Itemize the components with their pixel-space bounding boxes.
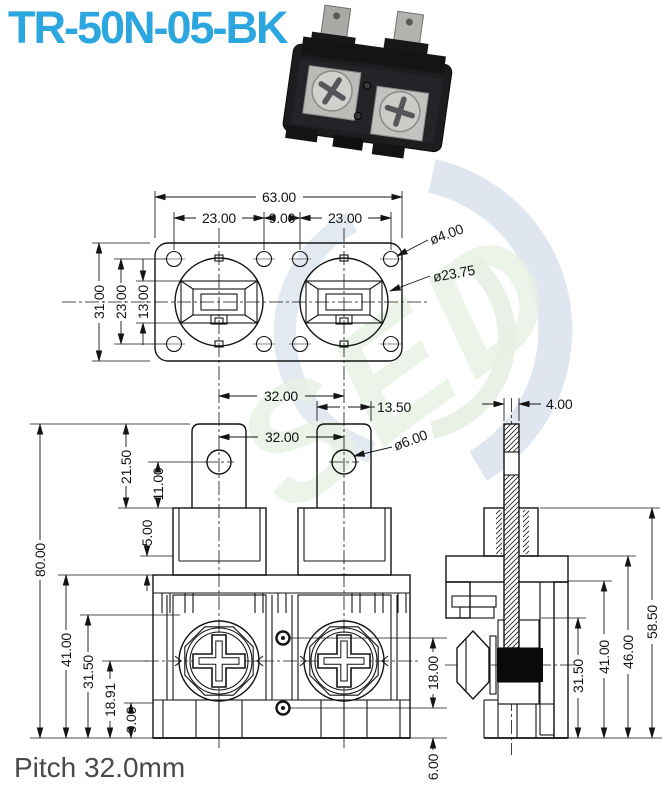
dim-front-center-hole-offset: 6.00 (425, 753, 441, 780)
dim-side-overall-height: 58.50 (644, 605, 660, 639)
dim-front-tab-height: 21.50 (118, 450, 134, 484)
dim-front-tab-width: 13.50 (377, 399, 411, 415)
dim-side-body-height: 41.00 (596, 640, 612, 674)
dim-top-overall-depth: 31.00 (91, 285, 107, 319)
dim-top-boss-dia: ø23.75 (432, 262, 477, 285)
dim-front-step-height: 5.00 (139, 519, 155, 546)
front-screw-right (299, 620, 389, 702)
dim-top-hole-row-span: 23.00 (113, 285, 129, 319)
dim-front-base-height: 9.00 (123, 706, 139, 733)
side-view: 4.00 31.50 41.00 46.00 58.50 (445, 396, 662, 755)
dim-front-hole-height: 11.00 (150, 467, 166, 500)
part-number-title: TR-50N-05-BK (8, 2, 289, 53)
sed-watermark: SED (203, 159, 593, 544)
dim-front-washer-top: 31.50 (80, 655, 96, 689)
dim-side-tab-thickness: 4.00 (546, 396, 573, 412)
front-view: 32.00 13.50 32.00 ø6.00 21.50 11.00 5.00 (30, 388, 447, 780)
dim-front-pitch-top: 32.00 (264, 388, 298, 404)
dim-top-hole-span-left: 23.00 (202, 210, 236, 226)
dim-top-slot-height: 13.00 (135, 285, 151, 319)
dim-front-center-hole-span: 18.00 (425, 656, 441, 690)
dim-side-washer-top: 31.50 (570, 659, 586, 693)
dim-side-upper-step: 46.00 (620, 635, 636, 669)
dim-top-hole-span-right: 23.00 (328, 210, 362, 226)
pitch-note: Pitch 32.0mm (14, 752, 186, 783)
dim-front-screw-center: 18.91 (102, 683, 118, 717)
dim-front-pitch-mid: 32.00 (265, 429, 299, 445)
dim-top-hole-span-center: 9.00 (269, 210, 296, 226)
top-view: 63.00 23.00 9.00 23.00 31.00 23.00 13.00 (62, 189, 477, 750)
dim-top-overall-width: 63.00 (262, 189, 296, 205)
dim-front-body-height: 41.00 (58, 633, 74, 667)
product-photo (282, 4, 453, 159)
dim-front-overall-height: 80.00 (32, 543, 48, 577)
